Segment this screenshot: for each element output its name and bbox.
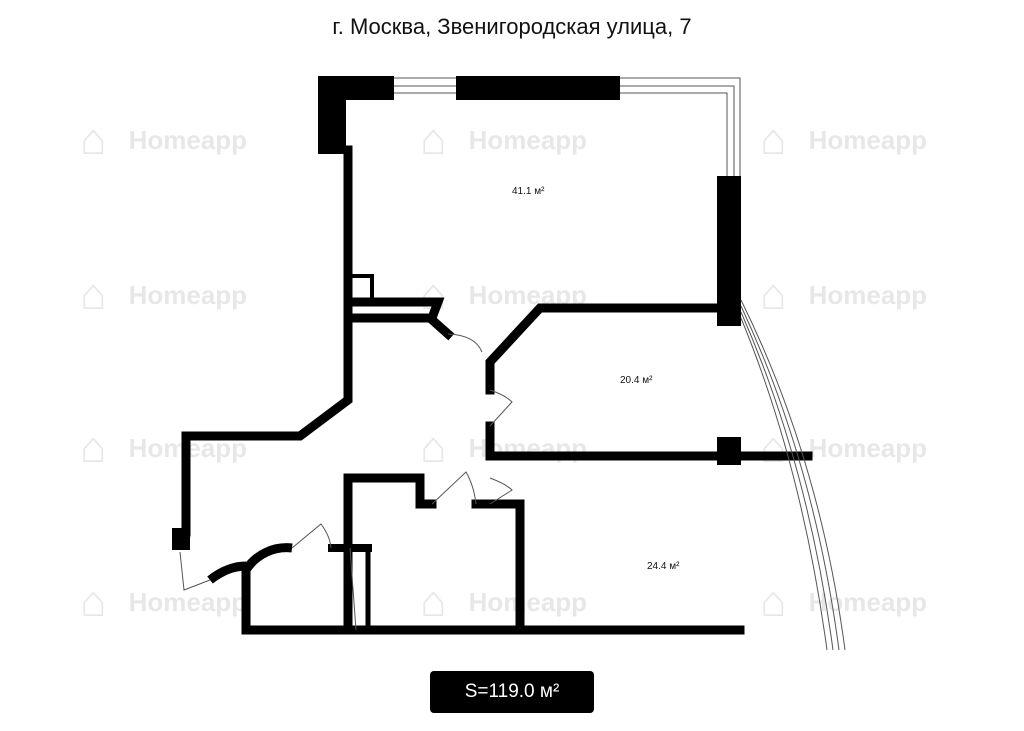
total-area-badge: S=119.0 м²	[430, 671, 594, 713]
house-icon: ⌂	[760, 115, 787, 164]
house-icon: ⌂	[80, 115, 107, 164]
watermark: ⌂Homeapp	[420, 577, 588, 626]
house-icon: ⌂	[80, 423, 107, 472]
house-icon: ⌂	[760, 577, 787, 626]
wall-bedroom1	[485, 303, 725, 395]
watermark: ⌂Homeapp	[80, 115, 248, 164]
house-icon: ⌂	[760, 423, 787, 472]
house-icon: ⌂	[420, 115, 447, 164]
watermark: ⌂Homeapp	[760, 270, 928, 319]
watermark: ⌂Homeapp	[420, 115, 588, 164]
room-area-bedroom-1: 20.4 м²	[620, 375, 653, 386]
watermark: ⌂Homeapp	[760, 577, 928, 626]
watermark: ⌂Homeapp	[80, 577, 248, 626]
address-title: г. Москва, Звенигородская улица, 7	[332, 14, 692, 39]
house-icon: ⌂	[80, 577, 107, 626]
wall-left-outer	[181, 145, 353, 537]
watermark: ⌂Homeapp	[80, 270, 248, 319]
watermark: ⌂Homeapp	[760, 423, 928, 472]
room-area-bedroom-2: 24.4 м²	[647, 561, 680, 572]
house-icon: ⌂	[420, 423, 447, 472]
room-area-living: 41.1 м²	[512, 186, 545, 197]
house-icon: ⌂	[420, 577, 447, 626]
house-icon: ⌂	[80, 270, 107, 319]
watermark: ⌂Homeapp	[760, 115, 928, 164]
house-icon: ⌂	[760, 270, 787, 319]
